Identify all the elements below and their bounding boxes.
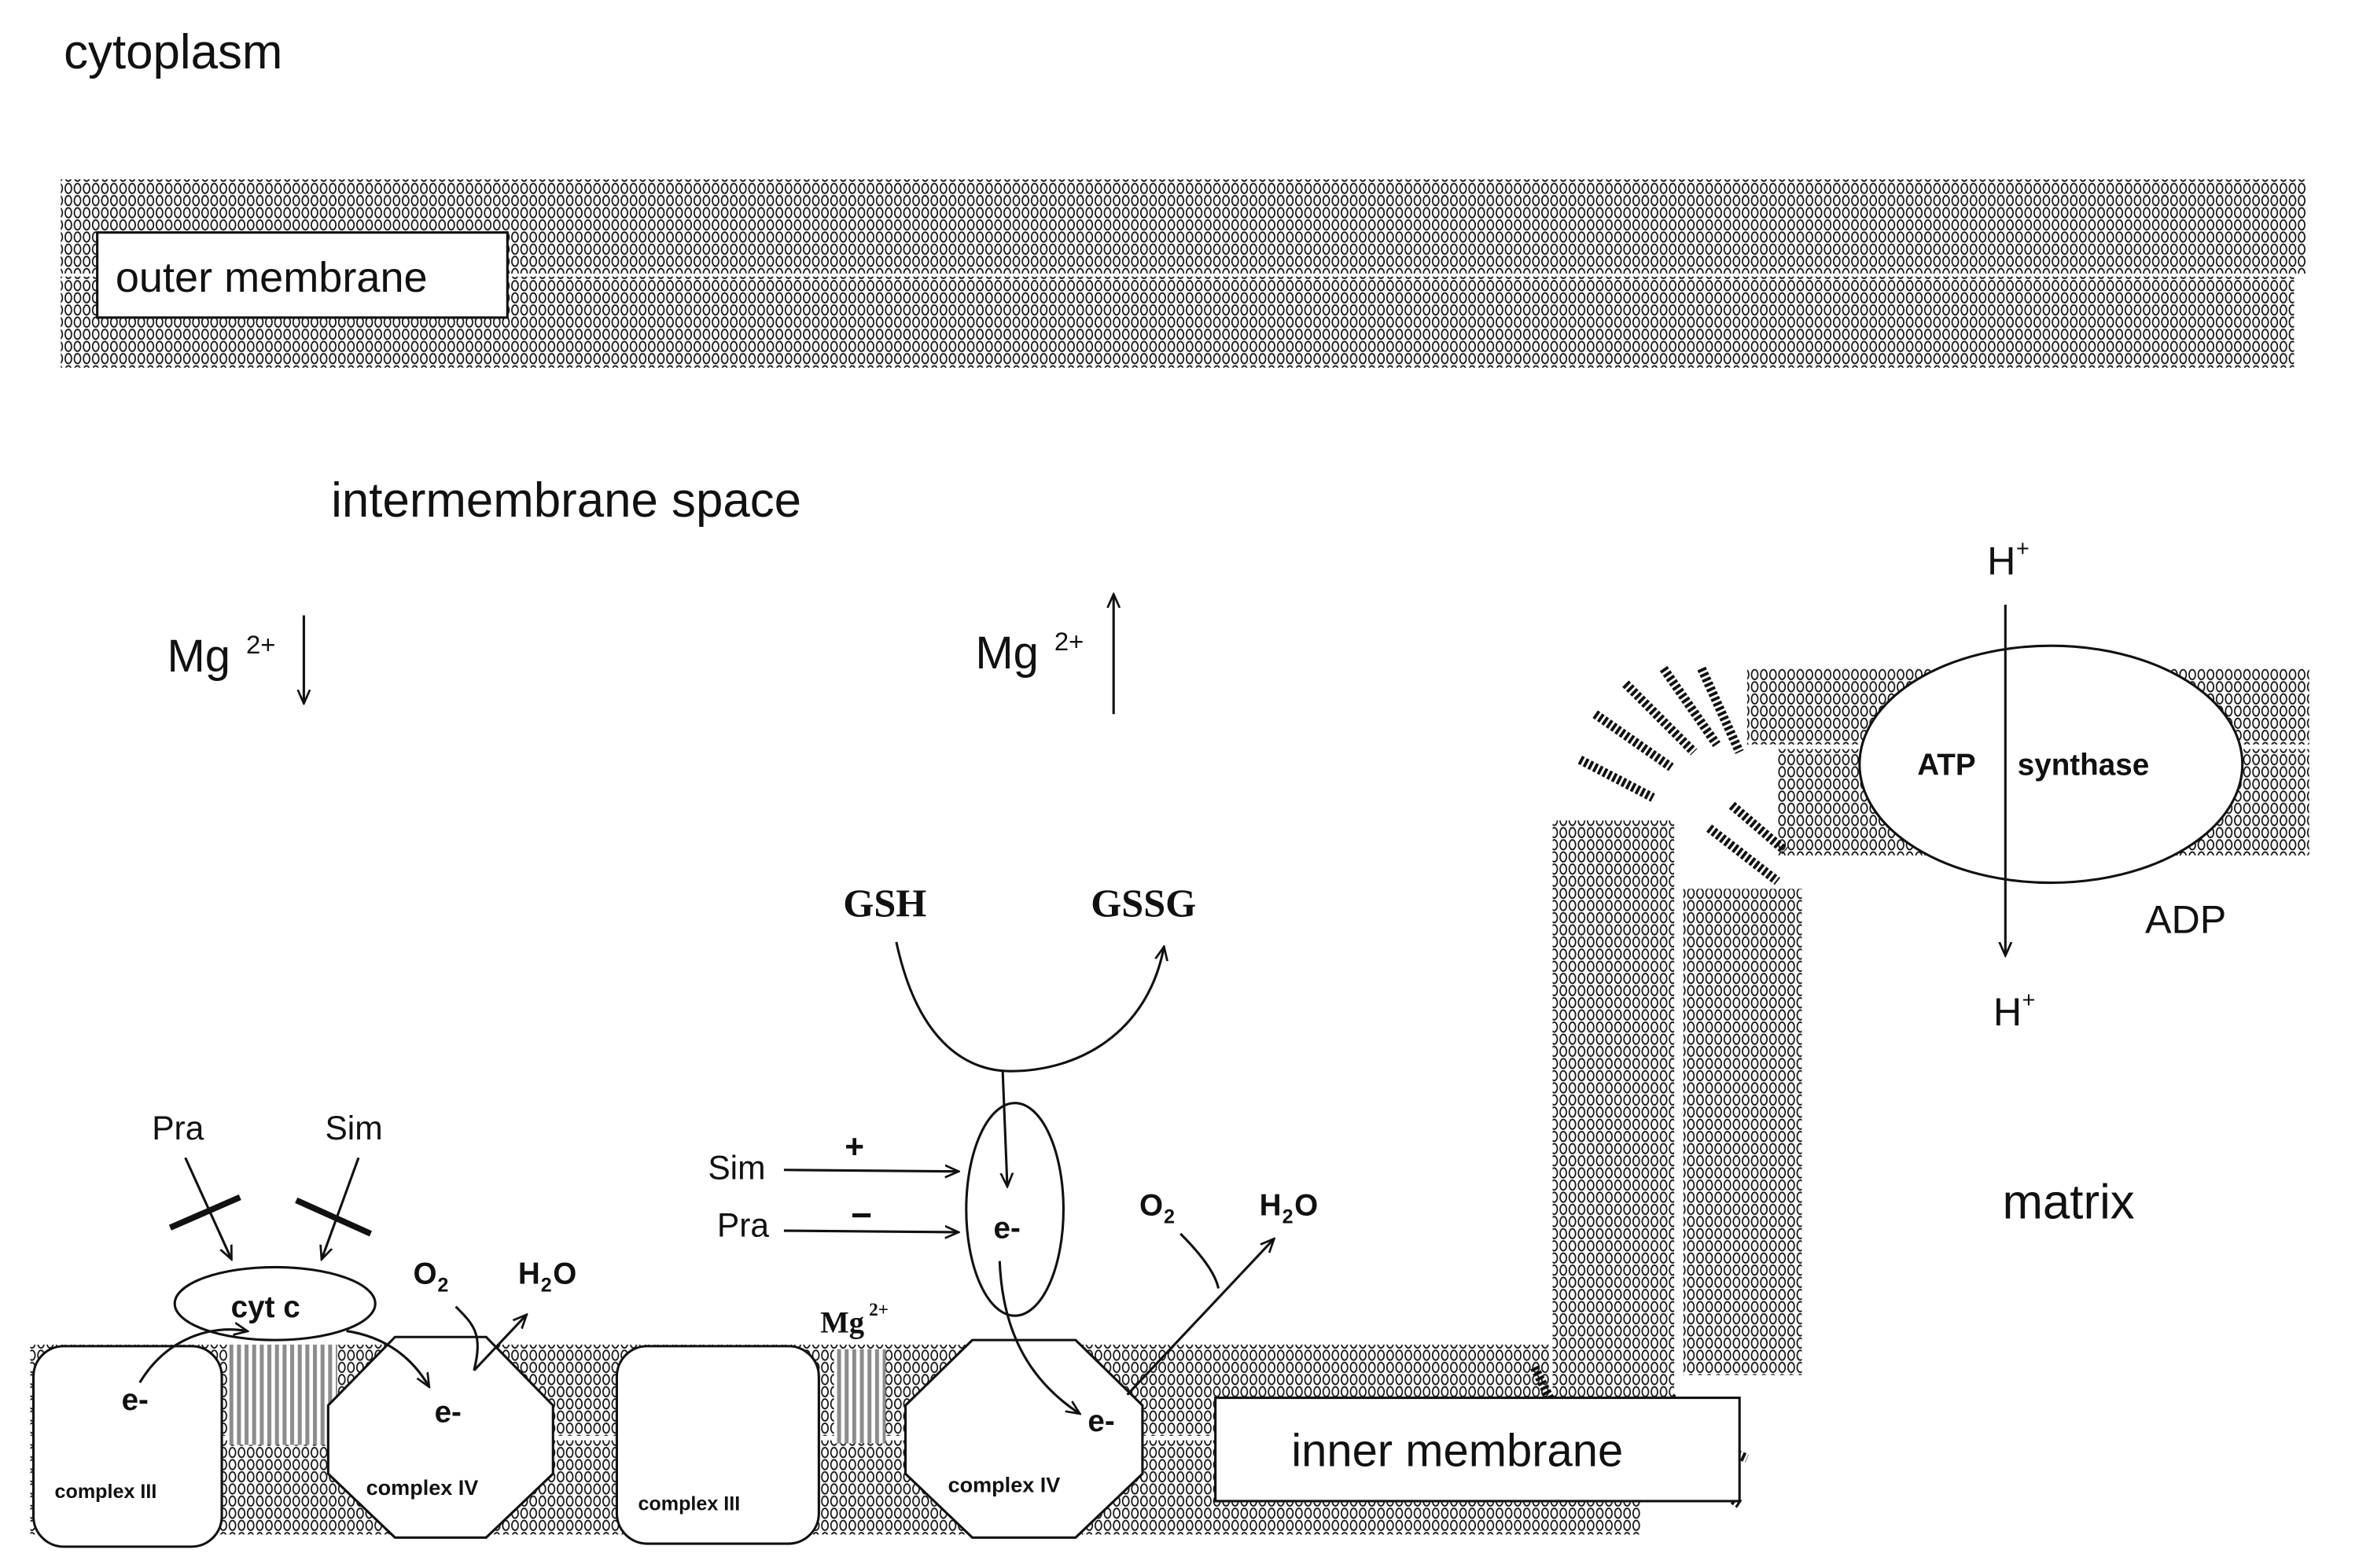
oxygen-reduction-right: O 2 H 2 O	[1126, 1189, 1318, 1396]
outer-membrane-label: outer membrane	[116, 254, 428, 301]
complex-iv-right-shape	[903, 1338, 1144, 1539]
mg-right-charge: 2+	[1054, 627, 1084, 656]
mg-left-charge: 2+	[246, 630, 275, 659]
drug-effects-right: Sim Pra + −	[708, 1128, 957, 1245]
complex-iii-right: complex III	[615, 1345, 820, 1545]
o2-right-curve	[1179, 1232, 1220, 1289]
h2o-left-o: O	[553, 1257, 576, 1291]
outer-membrane: outer membrane	[61, 179, 2306, 368]
h2o-left-h: H	[518, 1257, 540, 1291]
sim-effect-sign: +	[845, 1128, 864, 1165]
mg-membrane: Mg 2+	[820, 1300, 889, 1339]
electron-c4-left: e-	[435, 1395, 462, 1429]
atp-synthase: ATP synthase H + H + ADP	[1858, 536, 2244, 1034]
o2-to-h2o-left-arrow	[473, 1316, 526, 1371]
mg-left-symbol: Mg	[167, 631, 231, 682]
crista-top-corner-lipids	[1577, 665, 1788, 885]
glutathione-cycle: GSH GSSG e-	[843, 881, 1196, 1413]
h2o-right-h: H	[1260, 1189, 1282, 1223]
complex-iii-right-label: complex III	[638, 1493, 740, 1515]
crista-right-leaflet	[1683, 889, 1802, 1375]
electron-carrier-label: e-	[994, 1212, 1021, 1246]
complex-iv-left-label: complex IV	[366, 1476, 479, 1500]
gsh-label: GSH	[843, 881, 926, 925]
pra-label-left: Pra	[152, 1110, 204, 1147]
complex-iv-right: complex IV e-	[903, 1338, 1144, 1539]
o2-left-sub: 2	[437, 1274, 448, 1296]
cytochrome-c: cyt c	[173, 1265, 377, 1342]
inner-membrane-label: inner membrane	[1291, 1426, 1623, 1476]
complex-iii-left: complex III e-	[31, 1345, 223, 1548]
complex-iv-left: complex IV e-	[326, 1335, 554, 1539]
pra-block-bar	[168, 1194, 241, 1231]
complex-iii-left-shape	[31, 1345, 223, 1548]
o2-to-h2o-right-arrow	[1126, 1240, 1273, 1396]
electron-to-c4-right-arrow	[998, 1261, 1078, 1413]
mg-left: Mg 2+	[167, 615, 304, 702]
crista-left-leaflet	[1552, 820, 1675, 1421]
sim-label-right: Sim	[708, 1150, 765, 1187]
o2-right-symbol: O	[1139, 1189, 1163, 1223]
o2-right-sub: 2	[1164, 1205, 1175, 1228]
complex-iii-left-label: complex III	[55, 1481, 157, 1503]
mg-right: Mg 2+	[975, 595, 1113, 715]
outer-membrane-label-box	[96, 231, 509, 319]
sim-to-cyt-c-arrow	[322, 1157, 360, 1258]
sim-label-left: Sim	[325, 1110, 382, 1147]
h2o-left-sub: 2	[541, 1274, 552, 1296]
o2-left-curve	[454, 1305, 479, 1371]
cardiolipin-grey-right	[834, 1349, 886, 1444]
cytoplasm-label: cytoplasm	[64, 25, 282, 79]
electron-c4-right: e-	[1087, 1404, 1114, 1438]
complex-iv-left-shape	[326, 1335, 554, 1539]
proton-bottom-charge: +	[2022, 988, 2036, 1013]
h2o-right-o: O	[1294, 1189, 1318, 1223]
mg-membrane-charge: 2+	[869, 1300, 889, 1320]
matrix-label: matrix	[2002, 1176, 2134, 1230]
pra-inhibition-arrow	[783, 1231, 957, 1232]
cyt-c-label: cyt c	[231, 1290, 300, 1324]
o2-left-symbol: O	[414, 1257, 437, 1291]
cyt-c-inhibition: Pra Sim	[152, 1110, 383, 1258]
mg-right-symbol: Mg	[975, 628, 1039, 679]
atp-synthase-word-synthase: synthase	[2018, 748, 2149, 782]
intermembrane-space-label: intermembrane space	[331, 473, 801, 528]
cardiolipin-grey-left	[227, 1344, 337, 1445]
complex-iii-right-shape	[615, 1345, 820, 1545]
electron-c3-to-cyt-c-arrow	[138, 1330, 246, 1384]
gssg-label: GSSG	[1091, 881, 1196, 925]
sim-block-bar	[295, 1197, 373, 1237]
pra-effect-sign: −	[851, 1194, 872, 1235]
atp-synthase-ellipse	[1858, 644, 2244, 885]
gsh-electron-arrow	[1003, 1071, 1007, 1185]
inner-membrane-label-box	[1214, 1397, 1741, 1503]
atp-synthase-word-atp: ATP	[1917, 748, 1975, 782]
pra-label-right: Pra	[717, 1208, 770, 1245]
sim-stimulation-arrow	[783, 1170, 957, 1172]
electron-cyt-c-to-c4-arrow	[346, 1330, 429, 1386]
h2o-right-sub: 2	[1283, 1205, 1294, 1228]
electron-carrier-ellipse	[965, 1102, 1065, 1317]
mg-membrane-symbol: Mg	[820, 1306, 864, 1339]
gsh-to-gssg-arrow	[895, 941, 1164, 1073]
proton-top-symbol: H	[1987, 539, 2015, 583]
electron-c3-left: e-	[122, 1383, 149, 1417]
oxygen-reduction-left: O 2 H 2 O	[414, 1257, 576, 1371]
cyt-c-ellipse	[173, 1265, 377, 1342]
adp-label: ADP	[2145, 897, 2226, 941]
proton-bottom-symbol: H	[1993, 990, 2022, 1034]
proton-top-charge: +	[2016, 536, 2030, 561]
complex-iv-right-label: complex IV	[948, 1473, 1061, 1496]
